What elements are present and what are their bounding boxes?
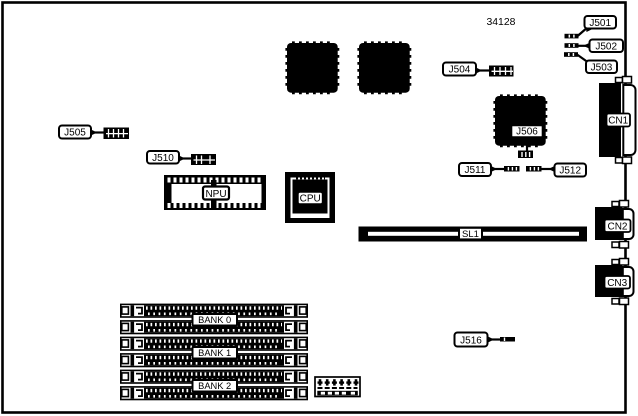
svg-text:J501: J501 bbox=[589, 18, 611, 29]
svg-text:BANK 0: BANK 0 bbox=[198, 315, 231, 325]
svg-text:BANK 2: BANK 2 bbox=[198, 381, 231, 391]
svg-text:J512: J512 bbox=[559, 166, 581, 177]
svg-text:SL1: SL1 bbox=[462, 229, 479, 240]
svg-text:J505: J505 bbox=[64, 128, 86, 139]
svg-text:J510: J510 bbox=[152, 153, 174, 164]
svg-text:J504: J504 bbox=[449, 65, 471, 76]
svg-text:CN3: CN3 bbox=[607, 278, 627, 289]
svg-text:J511: J511 bbox=[465, 165, 486, 176]
svg-text:NPU: NPU bbox=[205, 189, 226, 200]
svg-text:34128: 34128 bbox=[487, 17, 516, 28]
svg-text:J516: J516 bbox=[460, 335, 482, 346]
svg-text:J506: J506 bbox=[516, 127, 538, 138]
svg-text:BANK 1: BANK 1 bbox=[198, 348, 231, 358]
svg-text:CN2: CN2 bbox=[607, 221, 627, 232]
svg-text:J503: J503 bbox=[591, 62, 613, 73]
svg-text:CPU: CPU bbox=[300, 194, 321, 205]
svg-text:CN1: CN1 bbox=[608, 116, 628, 127]
svg-text:J502: J502 bbox=[595, 41, 617, 52]
